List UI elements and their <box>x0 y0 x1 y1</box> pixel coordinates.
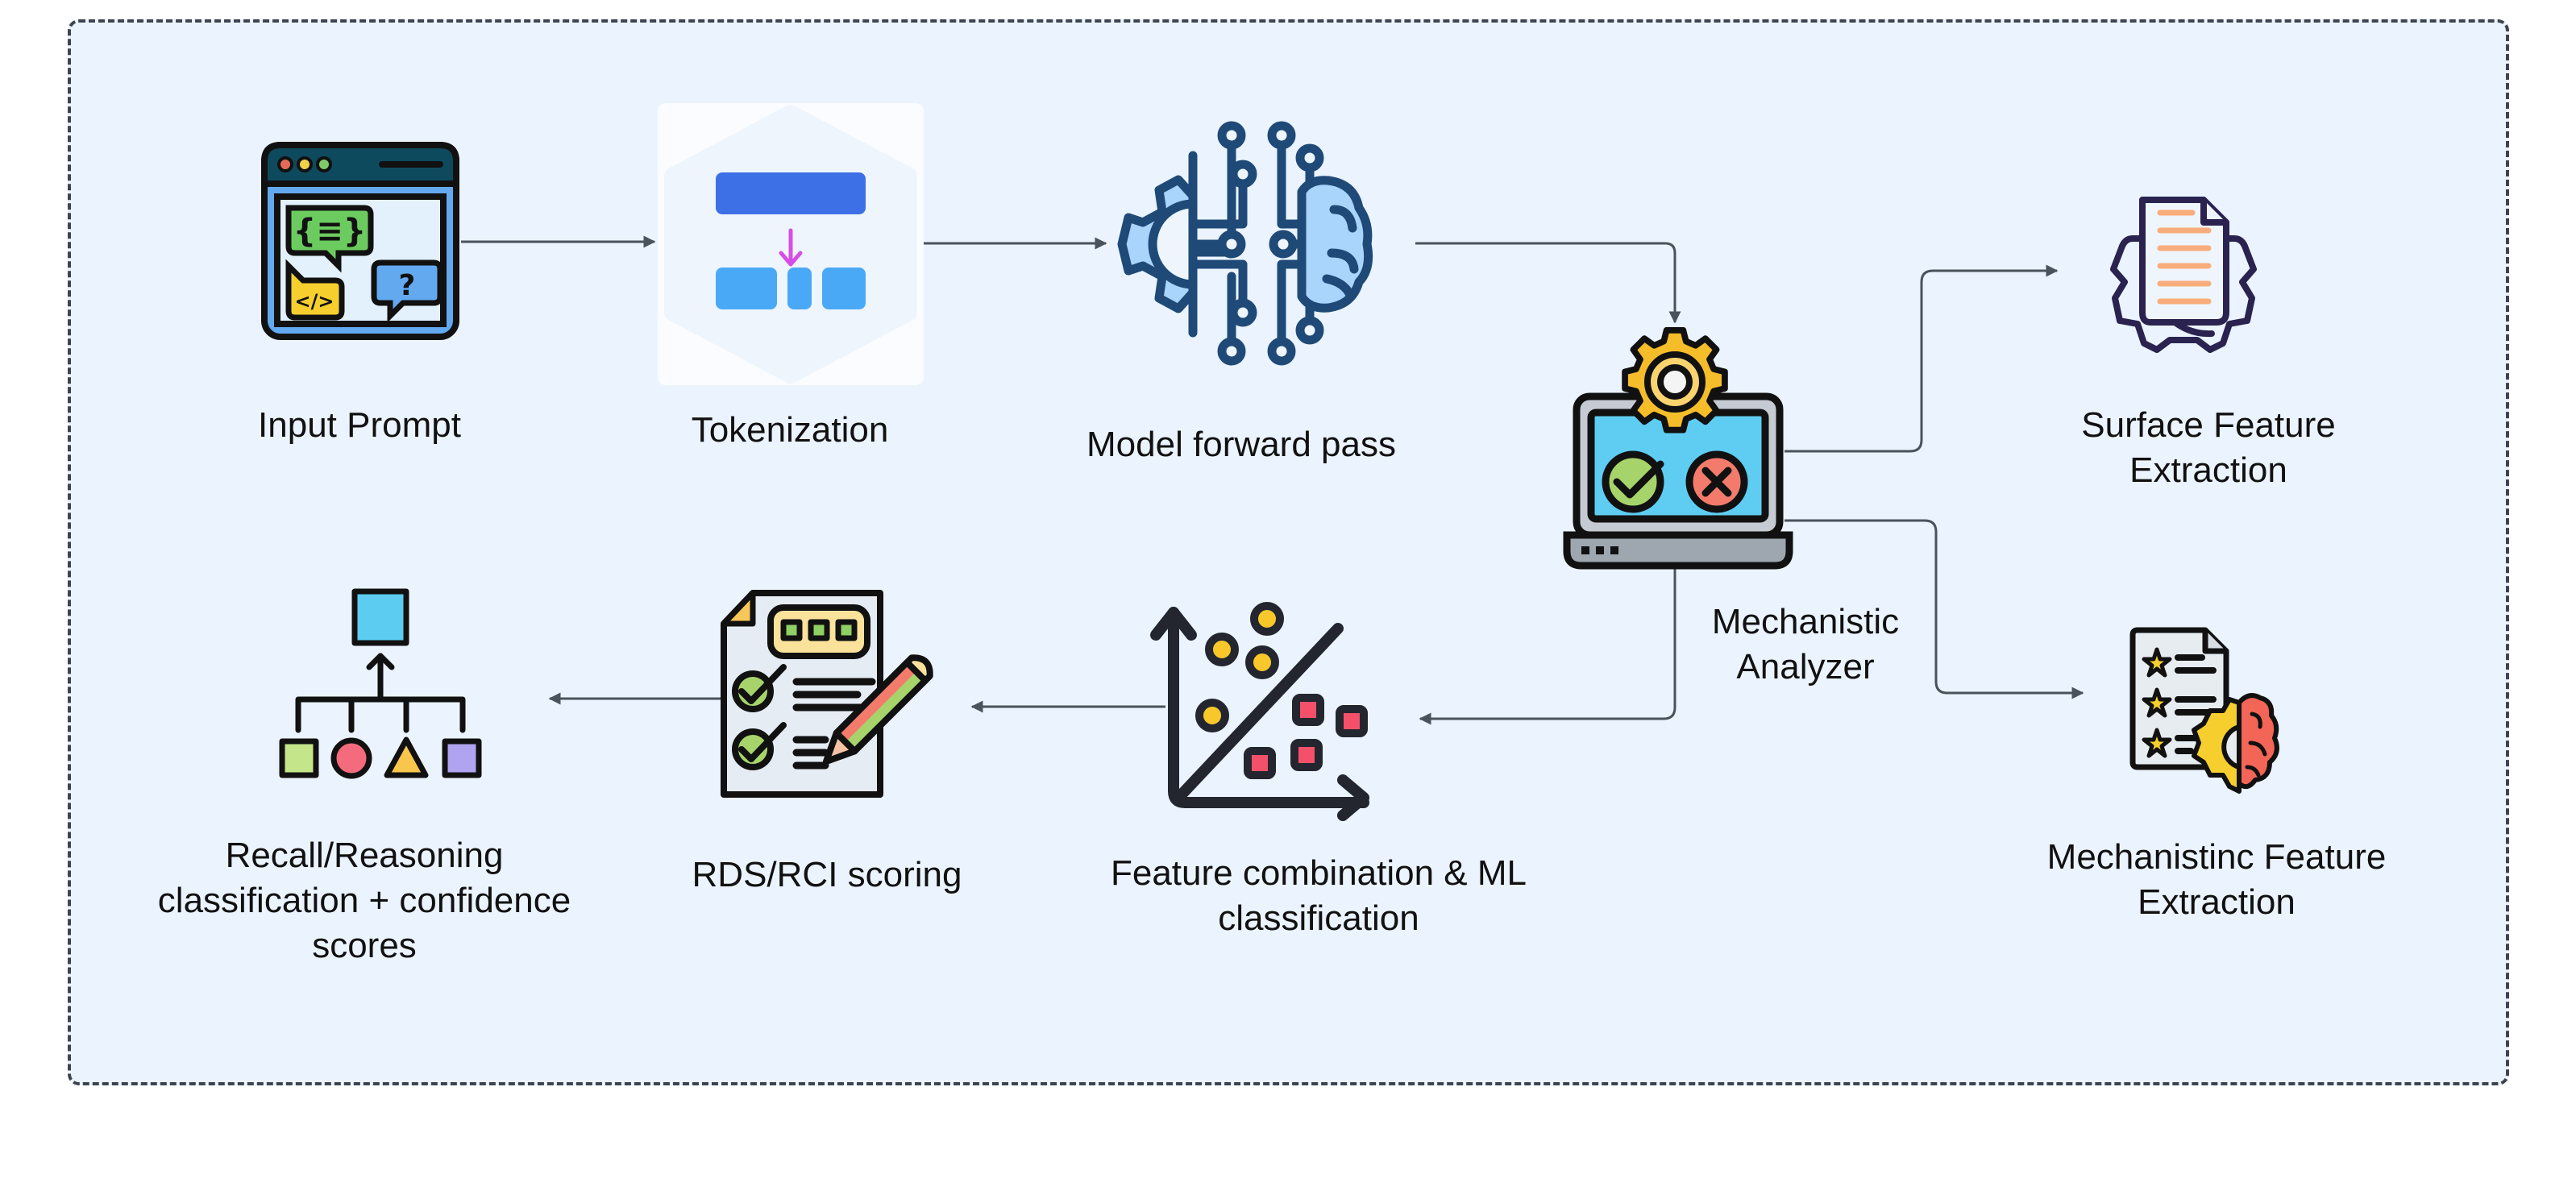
node-label-tokenization: Tokenization <box>691 410 889 450</box>
svg-text:{≡}: {≡} <box>293 213 366 250</box>
svg-text:?: ? <box>399 269 416 302</box>
node-label-input-prompt: Input Prompt <box>258 405 461 445</box>
rated-document-brain-gear-icon <box>2126 625 2279 794</box>
node-label-feature-combination: Feature combination & ML classification <box>1110 853 1527 938</box>
node-label-surface-feature-extraction: Surface Feature Extraction <box>2081 405 2336 490</box>
node-label-rds-rci-scoring: RDS/RCI scoring <box>692 855 962 894</box>
shape-hierarchy-icon <box>279 588 485 782</box>
browser-window-chat-icon: {≡} </> ? <box>261 142 459 340</box>
node-label-model-forward-pass: Model forward pass <box>1086 425 1396 464</box>
svg-text:</>: </> <box>295 290 334 313</box>
pipeline-frame <box>68 19 2509 1085</box>
node-label-recall-reasoning: Recall/Reasoning classification + confid… <box>157 836 571 965</box>
tokenization-split-icon <box>658 103 924 385</box>
gear-brain-circuit-icon <box>1112 111 1378 377</box>
node-label-mechanistic-analyzer: Mechanistic Analyzer <box>1711 602 1900 687</box>
scatter-classification-icon <box>1150 601 1378 821</box>
node-label-mechanistic-feature-extraction: Mechanistinc Feature Extraction <box>2046 837 2387 922</box>
laptop-gear-check-icon <box>1559 326 1797 570</box>
document-gear-icon <box>2109 192 2258 366</box>
checklist-pencil-icon <box>721 590 933 801</box>
